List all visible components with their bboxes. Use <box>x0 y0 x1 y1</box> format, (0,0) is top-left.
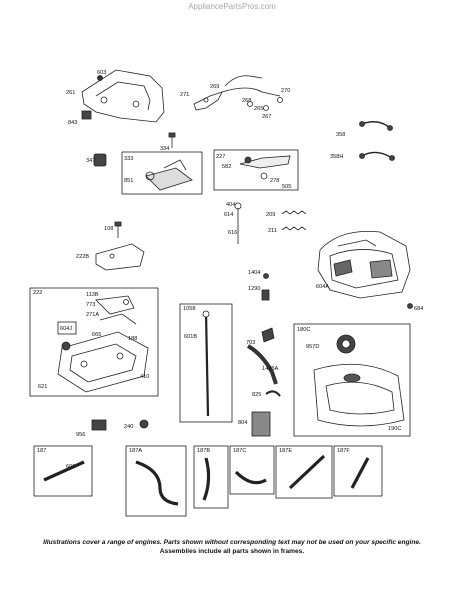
part-label: 956 <box>76 432 85 438</box>
part-label: 271 <box>180 92 189 98</box>
frame-187c <box>229 445 275 495</box>
part-label: 187B <box>197 448 210 454</box>
part-label: 1058 <box>183 306 195 312</box>
throttle-cable-271 <box>193 75 283 111</box>
part-label: 843 <box>68 120 77 126</box>
part-label: 604A <box>316 284 329 290</box>
part-label: 347 <box>86 158 95 164</box>
part-label: 1425A <box>262 366 278 372</box>
frame-187a <box>125 445 187 517</box>
part-label: 108 <box>104 226 113 232</box>
part-label: 270 <box>281 88 290 94</box>
frame-187f <box>333 445 383 497</box>
part-label: 804 <box>238 420 247 426</box>
part-label: 614 <box>224 212 233 218</box>
fuel-tank-180c <box>313 334 405 427</box>
footer-disclaimer: Illustrations cover a range of engines. … <box>43 539 421 546</box>
part-label: 603 <box>97 70 106 76</box>
part-label: 222B <box>76 254 89 260</box>
wire-358 <box>359 121 393 131</box>
part-label: 187E <box>279 448 292 454</box>
part-label: 209 <box>266 212 275 218</box>
part-label: 825 <box>252 392 261 398</box>
part-label: 188 <box>128 336 137 342</box>
part-label: 211 <box>268 228 277 234</box>
part-label: 222 <box>33 290 42 296</box>
governor-control-plate <box>57 295 149 393</box>
part-label: 703 <box>246 340 255 346</box>
wire-358h <box>359 151 395 161</box>
blower-housing-604a <box>317 231 411 299</box>
part-label: 957D <box>306 344 319 350</box>
part-label: 1404 <box>248 270 260 276</box>
part-label: 227 <box>216 154 225 160</box>
part-label: 333 <box>124 156 133 162</box>
part-label: 180C <box>297 327 310 333</box>
frame-187b <box>193 445 229 509</box>
part-label: 621 <box>38 384 47 390</box>
part-label: 684 <box>414 306 423 312</box>
part-label: 505 <box>282 184 291 190</box>
part-label: 616 <box>228 230 237 236</box>
footer-assemblies-note: Assemblies include all parts shown in fr… <box>159 548 305 555</box>
part-label: 601B <box>184 334 197 340</box>
part-label: 240 <box>124 424 133 430</box>
part-label: 267 <box>262 114 271 120</box>
watermark: AppliancePartsPros.com <box>188 2 276 11</box>
part-label: 113B <box>86 292 99 298</box>
part-label: 358 <box>336 132 345 138</box>
part-label: 601 <box>66 464 75 470</box>
part-label: 851 <box>124 178 133 184</box>
part-label: 187F <box>337 448 350 454</box>
part-label: 269 <box>210 84 219 90</box>
part-label: 187C <box>233 448 246 454</box>
part-label: 271A <box>86 312 99 318</box>
part-label: 278 <box>270 178 279 184</box>
part-label: 404 <box>226 202 235 208</box>
part-label: 582 <box>222 164 231 170</box>
control-bracket-261 <box>81 69 165 123</box>
part-label: 187A <box>129 448 142 454</box>
part-label: 358H <box>330 154 343 160</box>
part-label: 604J <box>60 326 72 332</box>
frame-187e <box>275 445 333 499</box>
part-label: 334 <box>160 146 169 152</box>
part-label: 187 <box>37 448 46 454</box>
part-label: 265 <box>254 106 263 112</box>
part-label: 410 <box>140 374 149 380</box>
part-callouts: 603 261 843 271 269 270 268 265 267 334 … <box>33 70 423 470</box>
part-label: 190C <box>388 426 401 432</box>
part-label: 268 <box>242 98 251 104</box>
part-label: 261 <box>66 90 75 96</box>
part-label: 1290 <box>248 286 260 292</box>
part-label: 665 <box>92 332 101 338</box>
part-label: 773 <box>86 302 95 308</box>
